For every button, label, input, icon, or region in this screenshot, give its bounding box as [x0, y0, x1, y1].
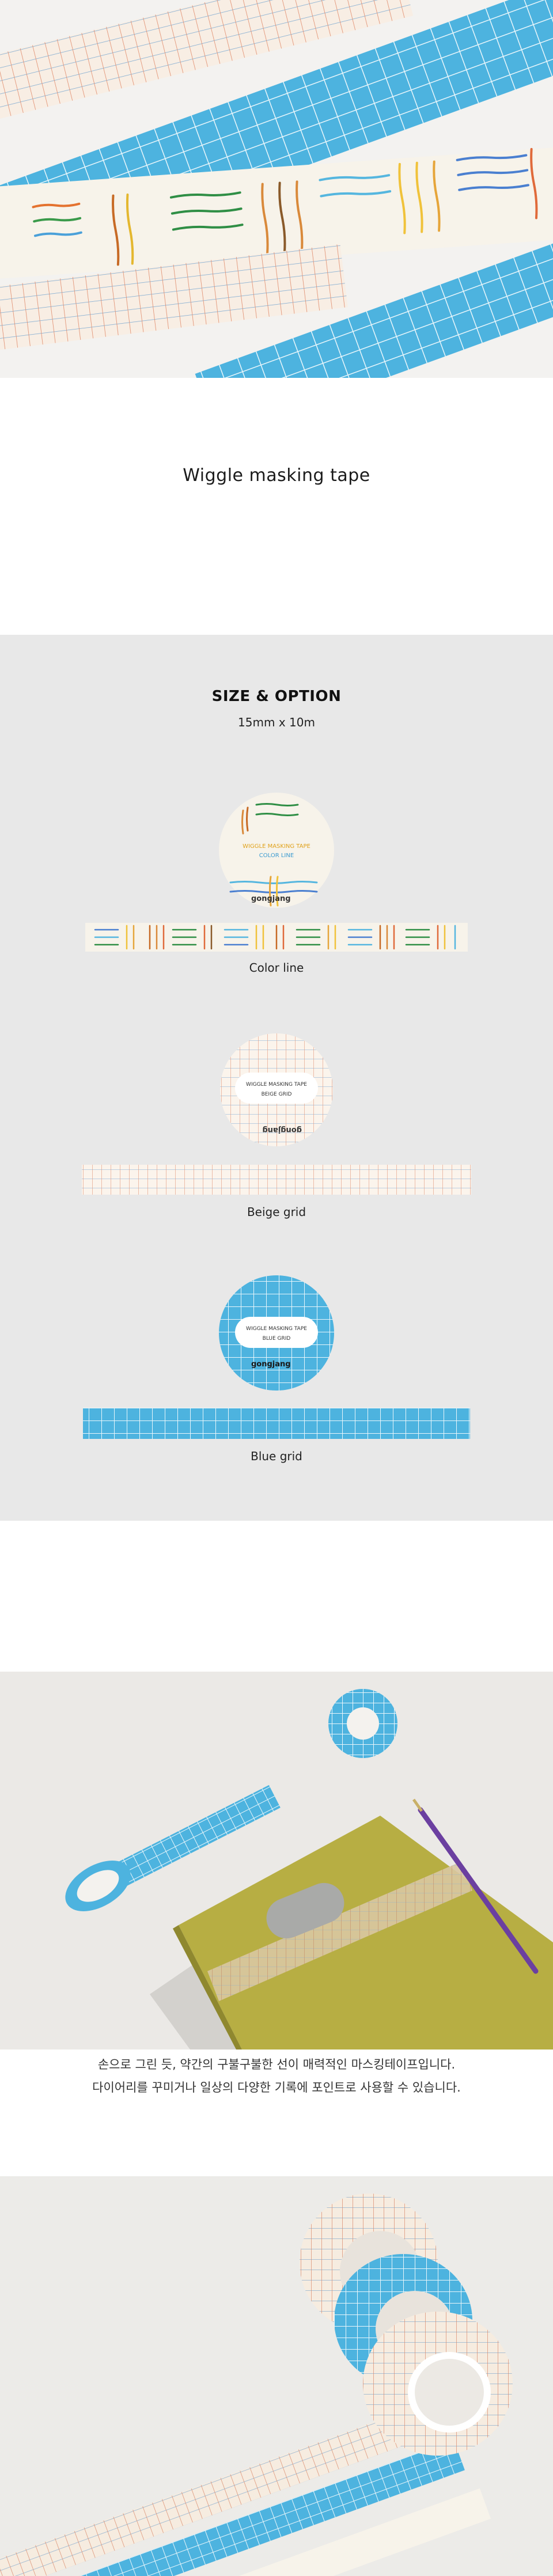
roll-variant-blue: BLUE GRID [263, 1336, 291, 1342]
color-line-roll: WIGGLE MASKING TAPE COLOR LINE gongjang [219, 793, 334, 908]
lifestyle-photo-rolls [0, 2176, 553, 2576]
notebook-illustration [0, 1672, 553, 2050]
description-section: 손으로 그린 듯, 약간의 구불구불한 선이 매력적인 마스킹테이프입니다. 다… [0, 2050, 553, 2176]
roll-label-color: WIGGLE MASKING TAPE [243, 843, 310, 850]
product-title: Wiggle masking tape [183, 465, 370, 486]
roll-variant-beige: BEIGE GRID [262, 1092, 292, 1097]
option-label-beige-grid: Beige grid [247, 1205, 306, 1219]
description-line-1: 손으로 그린 듯, 약간의 구불구불한 선이 매력적인 마스킹테이프입니다. [97, 2058, 456, 2071]
size-text: 15mm x 10m [238, 715, 315, 729]
roll-label-blue: WIGGLE MASKING TAPE [246, 1326, 307, 1332]
title-section: Wiggle masking tape [0, 378, 553, 635]
option-tape-illustrations: WIGGLE MASKING TAPE COLOR LINE gongjang [82, 793, 471, 1439]
roll-brand-blue: gongjang [251, 1360, 291, 1369]
option-section: SIZE & OPTION 15mm x 10m [0, 635, 553, 1521]
roll-beige-front [363, 2312, 513, 2456]
spacer [0, 1521, 553, 1672]
roll-brand-beige: gongjang [262, 1126, 302, 1134]
blue-grid-roll: WIGGLE MASKING TAPE BLUE GRID gongjang [219, 1275, 334, 1391]
rolls-illustration [0, 2176, 553, 2576]
blue-grid-strip [83, 1408, 470, 1439]
option-label-blue-grid: Blue grid [251, 1449, 302, 1463]
hero-tape-illustration [0, 0, 553, 378]
option-heading: SIZE & OPTION [211, 688, 342, 705]
roll-variant-color: COLOR LINE [259, 853, 294, 859]
hero-photo [0, 0, 553, 378]
lifestyle-photo-notebook [0, 1672, 553, 2050]
beige-grid-roll: WIGGLE MASKING TAPE BEIGE GRID gongjang [220, 1033, 333, 1146]
option-label-color-line: Color line [249, 961, 304, 975]
roll-label-beige: WIGGLE MASKING TAPE [246, 1082, 307, 1088]
description-line-2: 다이어리를 꾸미거나 일상의 다양한 기록에 포인트로 사용할 수 있습니다. [92, 2081, 461, 2094]
color-line-strip [85, 923, 468, 952]
beige-grid-strip [82, 1165, 471, 1195]
roll-brand-color: gongjang [251, 895, 291, 903]
